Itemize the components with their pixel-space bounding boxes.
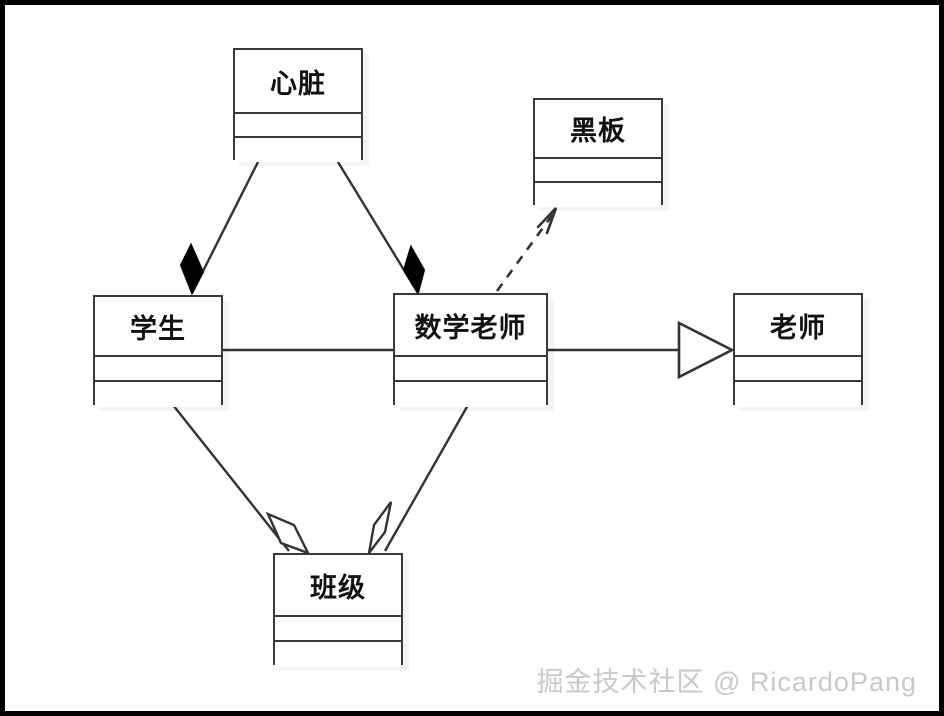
open-arrow-marker — [536, 207, 558, 235]
class-operations-teacher — [735, 382, 861, 407]
class-box-teacher[interactable]: 老师 — [733, 293, 863, 407]
class-attributes-student — [95, 357, 221, 382]
watermark-text: 掘金技术社区 @ RicardoPang — [536, 667, 917, 697]
class-box-heart[interactable]: 心脏 — [233, 48, 363, 162]
hollow-diamond-marker — [367, 501, 393, 554]
hollow-triangle-marker — [677, 320, 735, 380]
class-attributes-math-teacher — [395, 357, 546, 382]
class-box-math-teacher[interactable]: 数学老师 — [393, 293, 548, 407]
class-operations-heart — [235, 138, 361, 162]
class-box-student[interactable]: 学生 — [93, 295, 223, 407]
class-name-teacher: 老师 — [735, 295, 861, 357]
class-name-heart: 心脏 — [235, 50, 361, 114]
class-name-classroom: 班级 — [275, 555, 401, 617]
relationship-composition-heart-mathteacher[interactable] — [336, 161, 426, 296]
class-box-blackboard[interactable]: 黑板 — [533, 98, 663, 207]
relationship-layer — [172, 161, 735, 556]
class-operations-blackboard — [535, 183, 661, 207]
relationship-aggregation-mathteacher-classroom[interactable] — [367, 404, 470, 554]
class-operations-classroom — [275, 642, 401, 667]
hollow-diamond-marker — [265, 511, 311, 556]
relationship-composition-heart-student[interactable] — [179, 161, 260, 296]
class-attributes-blackboard — [535, 159, 661, 183]
relationship-aggregation-student-classroom[interactable] — [172, 404, 311, 556]
filled-diamond-marker — [402, 244, 426, 296]
filled-diamond-marker — [179, 242, 205, 296]
class-operations-student — [95, 382, 221, 407]
class-box-classroom[interactable]: 班级 — [273, 553, 403, 667]
class-attributes-teacher — [735, 357, 861, 382]
class-attributes-classroom — [275, 617, 401, 642]
relationship-generalization-mathteacher-teacher[interactable] — [548, 320, 735, 380]
class-attributes-heart — [235, 114, 361, 138]
class-name-student: 学生 — [95, 297, 221, 357]
relationship-dependency-mathteacher-blackboard[interactable] — [495, 207, 558, 292]
class-operations-math-teacher — [395, 382, 546, 407]
class-name-math-teacher: 数学老师 — [395, 295, 546, 357]
class-name-blackboard: 黑板 — [535, 100, 661, 159]
